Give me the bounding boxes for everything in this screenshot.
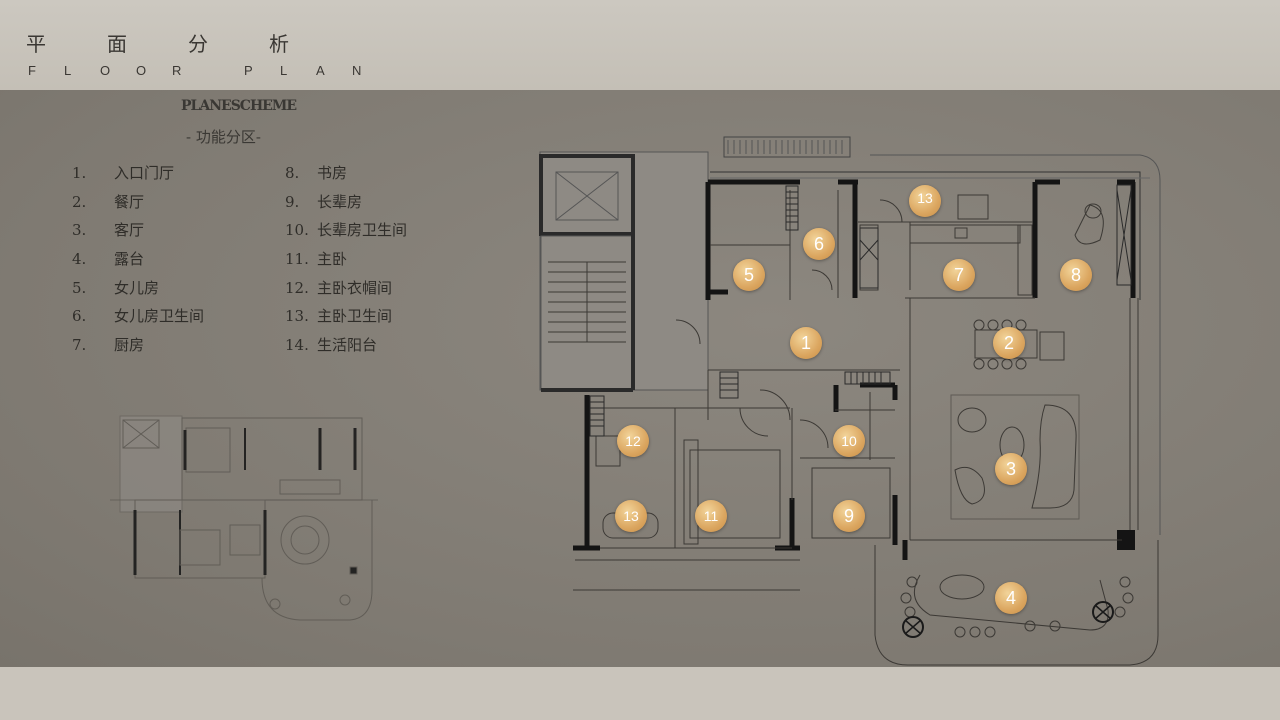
legend-item: 12.主卧衣帽间 bbox=[285, 278, 393, 297]
footer-band bbox=[0, 667, 1280, 720]
page-title-cn: 平面分析 bbox=[26, 32, 289, 56]
legend-item: 11.主卧 bbox=[285, 250, 348, 269]
scheme-title: PLANESCHEME bbox=[181, 98, 297, 114]
legend-item: 4.露台 bbox=[72, 250, 145, 269]
room-marker: 11 bbox=[695, 500, 727, 532]
legend-item: 5.女儿房 bbox=[72, 278, 160, 297]
room-marker: 3 bbox=[995, 453, 1027, 485]
room-marker: 6 bbox=[803, 228, 835, 260]
main-plan bbox=[539, 136, 1161, 666]
room-marker: 10 bbox=[833, 425, 865, 457]
legend-right: 8.书房 9.长辈房 10.长辈房卫生间 11.主卧 12.主卧衣帽间 13.主… bbox=[285, 162, 407, 363]
room-marker: 7 bbox=[943, 259, 975, 291]
scheme-subtitle: - 功能分区- bbox=[186, 128, 261, 146]
room-marker: 2 bbox=[993, 327, 1025, 359]
room-marker: 8 bbox=[1060, 259, 1092, 291]
legend-item: 2.餐厅 bbox=[72, 192, 145, 211]
room-marker: 9 bbox=[833, 500, 865, 532]
legend-item: 9.长辈房 bbox=[285, 192, 363, 211]
legend-item: 1.入口门厅 bbox=[72, 164, 175, 182]
legend-item: 3.客厅 bbox=[72, 221, 145, 240]
legend-item: 14.生活阳台 bbox=[285, 336, 378, 355]
room-marker: 1 bbox=[790, 327, 822, 359]
legend-item: 10.长辈房卫生间 bbox=[285, 221, 408, 240]
legend-left: 1.入口门厅 2.餐厅 3.客厅 4.露台 5.女儿房 6.女儿房卫生间 7.厨… bbox=[72, 162, 204, 363]
legend-item: 6.女儿房卫生间 bbox=[72, 307, 205, 326]
room-marker: 13 bbox=[615, 500, 647, 532]
legend-item: 8.书房 bbox=[285, 164, 348, 182]
header-band bbox=[0, 0, 1280, 90]
room-marker: 13 bbox=[909, 185, 941, 217]
room-marker: 5 bbox=[733, 259, 765, 291]
room-marker: 12 bbox=[617, 425, 649, 457]
legend-item: 13.主卧卫生间 bbox=[285, 307, 393, 326]
room-marker: 4 bbox=[995, 582, 1027, 614]
legend-item: 7.厨房 bbox=[72, 336, 145, 355]
key-plan bbox=[110, 415, 378, 621]
